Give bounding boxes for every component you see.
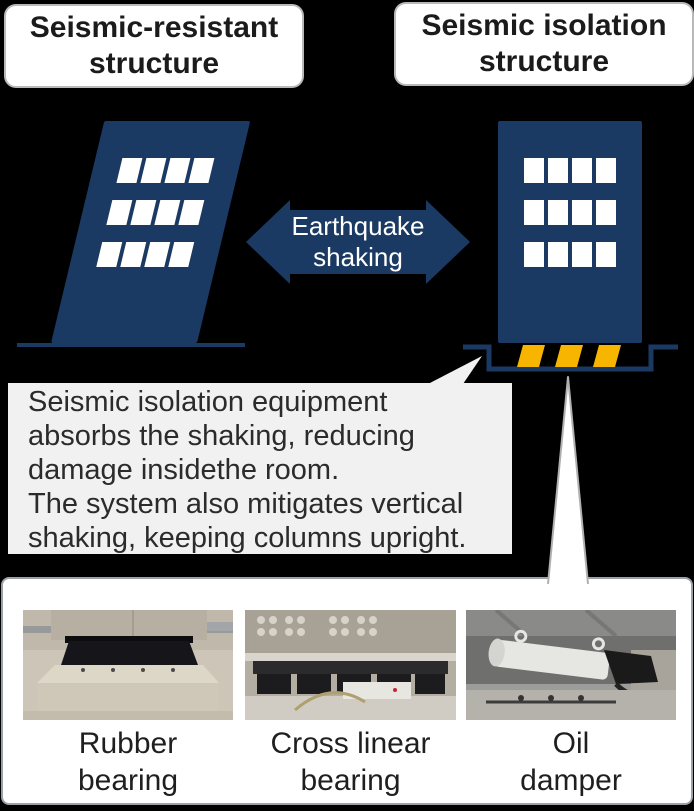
cable — [294, 691, 366, 712]
isolation-pit-icon — [463, 344, 678, 372]
building-window — [140, 158, 167, 183]
isolation-bearing-bar — [555, 345, 583, 367]
building-window — [168, 242, 195, 267]
floor — [245, 696, 456, 720]
building-window — [548, 200, 568, 225]
building-window — [120, 242, 147, 267]
building-window — [188, 158, 215, 183]
building-window — [164, 158, 191, 183]
cross-linear-bearing-photo — [245, 610, 456, 720]
building-window — [116, 158, 143, 183]
floor — [466, 690, 676, 720]
damper-boot — [604, 650, 658, 684]
building-window — [178, 200, 205, 225]
equipment-panel: Rubber bearing Cross linear bearing Oil … — [1, 577, 693, 805]
seismic-resistant-label-text: Seismic-resistant structure — [29, 11, 279, 80]
damper-cylinder — [488, 629, 610, 680]
isolation-bearing-bar — [517, 345, 545, 367]
building-window — [572, 242, 592, 267]
building-window — [572, 200, 592, 225]
ground-line — [17, 343, 245, 347]
tilted-building-illustration — [51, 121, 251, 343]
bolt-cluster — [257, 616, 377, 636]
building-window — [106, 200, 133, 225]
pedestal-front — [37, 683, 219, 711]
building-window — [144, 242, 171, 267]
bubble-tail-shape — [428, 356, 482, 384]
building-window — [548, 158, 568, 183]
building-window — [548, 242, 568, 267]
earthquake-arrow: Earthquake shaking — [246, 192, 470, 292]
bubble-tail-icon — [428, 356, 482, 384]
concrete-wall — [245, 610, 456, 655]
oil-damper-photo — [466, 610, 676, 720]
rubber-bearing-shape — [61, 641, 198, 665]
double-arrow-shape — [246, 200, 470, 284]
cross-linear-bearing-caption: Cross linear bearing — [270, 727, 431, 797]
rubber-bearing-photo — [23, 610, 233, 720]
oil-damper-caption: Oil damper — [520, 727, 622, 797]
building-window — [596, 200, 616, 225]
callout-bubble-text: Seismic isolation equipment absorbs the … — [28, 386, 467, 554]
building-window — [524, 158, 544, 183]
pointer-triangle-shape — [547, 376, 589, 584]
building-window — [596, 158, 616, 183]
double-arrow-icon — [246, 200, 470, 284]
seismic-resistant-label: Seismic-resistant structure — [4, 4, 304, 88]
isolated-building-illustration — [498, 121, 642, 343]
callout-bubble: Seismic isolation equipment absorbs the … — [8, 383, 512, 554]
pointer-triangle-icon — [547, 376, 589, 584]
building-window — [572, 158, 592, 183]
building-windows — [524, 158, 616, 267]
isolation-bearing-bar — [593, 345, 621, 367]
earthquake-shaking-label: Earthquake shaking — [291, 211, 425, 272]
concrete-column — [51, 610, 207, 640]
seismic-isolation-label: Seismic isolation structure — [394, 2, 694, 86]
building-windows — [96, 158, 215, 267]
seismic-isolation-label-text: Seismic isolation structure — [421, 9, 667, 78]
pedestal-top — [37, 665, 219, 683]
building-window — [524, 242, 544, 267]
pit-outline — [463, 344, 678, 372]
bearing-rail — [253, 661, 448, 674]
rubber-bearing-caption: Rubber bearing — [77, 727, 179, 797]
building-window — [524, 200, 544, 225]
building-window — [130, 200, 157, 225]
building-window — [154, 200, 181, 225]
building-window — [96, 242, 123, 267]
building-window — [596, 242, 616, 267]
